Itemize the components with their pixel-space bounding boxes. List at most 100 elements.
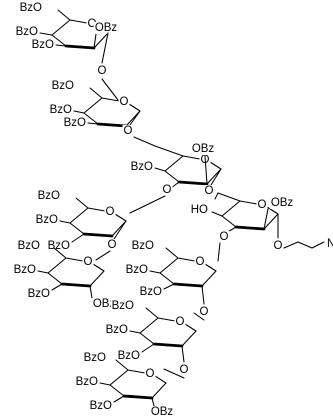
unit-g-bond-c3-c4 xyxy=(159,272,175,285)
unit-e-c4-obz-group: BzO xyxy=(12,264,38,276)
unit-c-bond-c4-c5 xyxy=(164,155,184,172)
unit-c-c3-link-o-group: O xyxy=(161,184,173,196)
unit-b-c4-obz-group: BzO xyxy=(48,104,74,116)
unit-g-c2-link-o: O xyxy=(200,306,209,318)
unit-h-c4-obz: BzO xyxy=(106,324,128,336)
unit-h-bond-o5-c1 xyxy=(184,323,197,332)
unit-f-c4-oh-knockout xyxy=(189,204,210,216)
unit-h-c4-obz-group: BzO xyxy=(104,324,130,336)
unit-h-c4-obz-knockout xyxy=(104,324,130,336)
unit-c-bond-c2-c3 xyxy=(177,180,209,186)
unit-a-link-o-knockout xyxy=(96,65,108,77)
unit-d-c3-obz: BzO xyxy=(48,240,70,252)
unit-i-c4-obz-knockout xyxy=(74,376,100,388)
unit-d-link-o: O xyxy=(108,239,117,251)
unit-a-c6-obz-group: BzO xyxy=(18,2,44,14)
unit-f-c2-obz-group: OBz xyxy=(269,197,295,209)
unit-a-c2-obz-group: OBz xyxy=(93,22,119,34)
unit-f-ring-o: O xyxy=(258,199,267,211)
azide-label-group: N₃ xyxy=(326,238,333,250)
unit-f-link-chain-1 xyxy=(214,192,219,200)
unit-b-bond-c4-c5 xyxy=(83,97,103,114)
unit-d-c6-obz: BzO xyxy=(38,190,60,202)
unit-d-c6-obz-knockout xyxy=(36,190,62,202)
unit-g-c6-obz: BzO xyxy=(132,240,154,252)
unit-b-bond-o5-c1 xyxy=(128,103,141,112)
unit-d-glycosidic-bond xyxy=(113,220,127,240)
unit-i-c4-obz-group: BzO xyxy=(74,376,100,388)
unit-d-link-o-knockout xyxy=(106,239,118,251)
unit-a-bond-c3-c4 xyxy=(51,34,67,47)
unit-e-ring-o: O xyxy=(84,256,93,268)
unit-b-c4-obz-knockout xyxy=(48,104,74,116)
unit-a-c3-obz-group: BzO xyxy=(30,39,56,51)
unit-f-anomeric-o: O xyxy=(274,240,283,252)
unit-h-c4-o xyxy=(129,330,141,334)
unit-e-c3-o xyxy=(51,283,63,291)
unit-i-c6-obz: BzO xyxy=(84,352,106,364)
unit-c-bond-c5-o5 xyxy=(182,155,201,160)
unit-e-c3-obz-group: BzO xyxy=(26,288,52,300)
unit-c-c4-obz-group: BzO xyxy=(129,161,155,173)
unit-c-c2-o xyxy=(204,155,208,185)
unit-d-ring-o-group: O xyxy=(104,206,116,218)
unit-g-c4-obz-group: BzO xyxy=(124,264,150,276)
unit-f-bond-c1-c2 xyxy=(263,213,279,230)
unit-b-c6-obz-knockout xyxy=(50,80,76,92)
unit-d-ring-o: O xyxy=(106,206,115,218)
unit-f-ring-o-knockout xyxy=(256,199,268,211)
unit-i-c2-obz-group: OBz xyxy=(149,406,175,417)
unit-a-c2-obz: OBz xyxy=(95,22,118,34)
unit-h-bond-c2-c3 xyxy=(152,342,184,348)
unit-f-ring-o-group: O xyxy=(256,199,268,211)
unit-i-c3-obz-group: BzO xyxy=(88,400,114,412)
unit-b-c6 xyxy=(89,87,103,99)
unit-i-bond-c3-c4 xyxy=(109,384,125,397)
unit-g-bond-c4-c5 xyxy=(159,257,179,274)
unit-f-c4-o xyxy=(211,211,223,217)
unit-f-c2-o xyxy=(263,208,269,230)
unit-f-bond-c4-c5 xyxy=(221,200,241,217)
unit-b-ring-o-knockout xyxy=(118,96,130,108)
unit-h-link xyxy=(193,312,205,321)
unit-e-c3-obz-knockout xyxy=(26,288,52,300)
unit-i-c2-o xyxy=(151,397,155,407)
unit-h-ring-o: O xyxy=(176,316,185,328)
unit-a-bond-c4-c5 xyxy=(51,19,71,36)
unit-h-c3-obz: BzO xyxy=(118,350,140,362)
unit-b-link-o-knockout xyxy=(122,125,134,137)
unit-i-link xyxy=(163,368,185,379)
unit-a-glycosidic-bond xyxy=(101,32,109,64)
unit-g-c2-link-o-knockout xyxy=(198,306,210,318)
unit-f-c2-obz-knockout xyxy=(269,197,295,209)
unit-h-bond-c5-o5 xyxy=(157,317,176,322)
unit-h-c6 xyxy=(145,307,159,319)
unit-h-bond-c4-c5 xyxy=(139,317,159,334)
unit-g-bond-c5-o5 xyxy=(177,257,196,262)
unit-a-c2-o xyxy=(93,33,97,49)
unit-c-bond-c3-c4 xyxy=(164,170,180,183)
unit-c-c4-obz-knockout xyxy=(129,161,155,173)
unit-g-ring-o-group: O xyxy=(194,256,206,268)
unit-d-c4-obz: BzO xyxy=(36,214,58,226)
unit-a-c4-o xyxy=(39,32,53,36)
unit-b-bond-c3-c4 xyxy=(83,112,99,125)
unit-i-c4-o xyxy=(99,382,111,386)
unit-g-bond-c2-c3 xyxy=(172,282,204,288)
unit-a-c6-obz: BzO xyxy=(20,2,42,14)
unit-f-c4-oh: HO xyxy=(191,204,208,216)
unit-h-c6-obz: BzO xyxy=(112,300,134,312)
unit-i-c2-obz: OBz xyxy=(151,406,174,417)
unit-i-bond-o5-c1 xyxy=(154,375,167,384)
unit-c-link-o-group: O xyxy=(203,185,215,197)
unit-e-c2-obz-group: OBz xyxy=(91,298,117,310)
unit-a-c4-obz-group: BzO xyxy=(14,26,40,38)
unit-e-c3-obz: BzO xyxy=(28,288,50,300)
unit-d-c4-obz-group: BzO xyxy=(34,214,60,226)
unit-h-c2-o xyxy=(181,345,185,363)
unit-d-bond-c1-c2 xyxy=(111,220,127,237)
unit-i-ring-o: O xyxy=(146,368,155,380)
unit-f-c3-link-o: O xyxy=(220,231,229,243)
unit-b-glycosidic-bond xyxy=(129,110,141,126)
unit-g-bond-c1-c2 xyxy=(201,270,217,287)
